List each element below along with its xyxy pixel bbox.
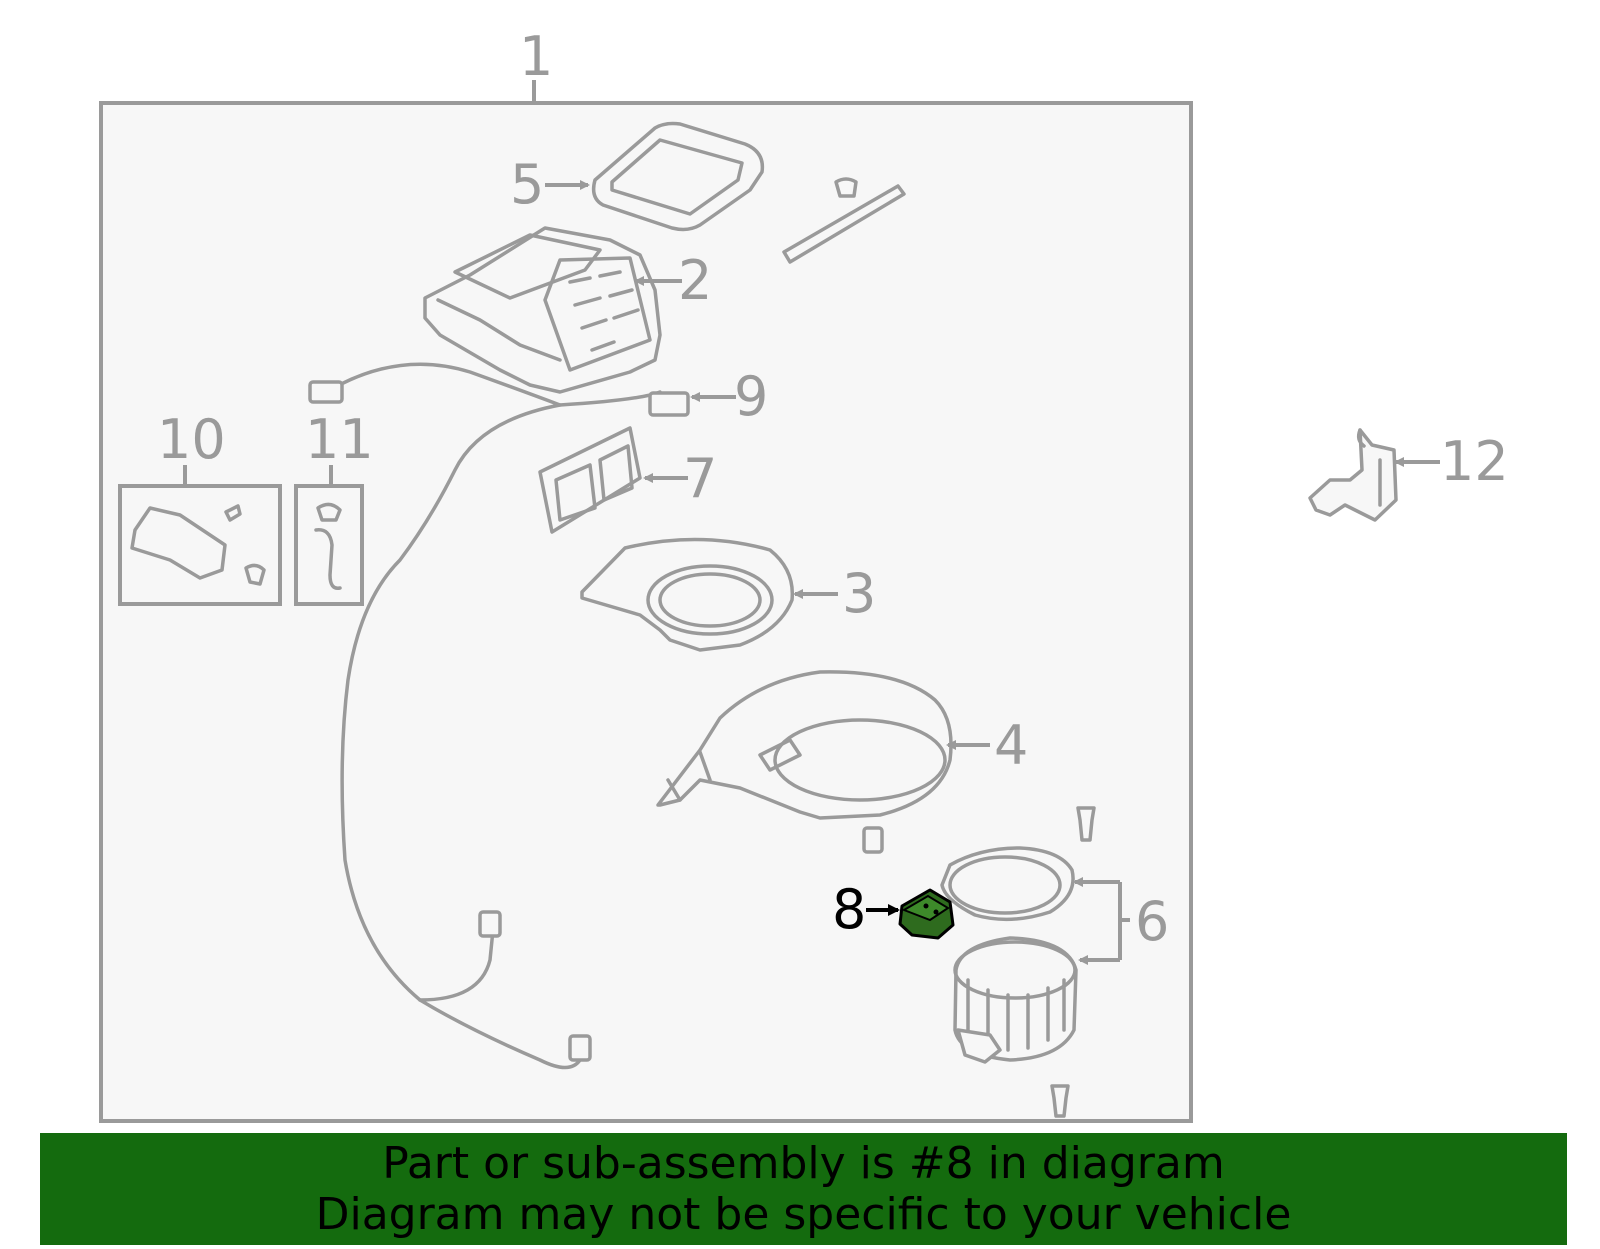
banner-line-2: Diagram may not be specific to your vehi… bbox=[315, 1189, 1292, 1240]
part-4-case bbox=[656, 670, 953, 820]
callout-6: 6 bbox=[1135, 890, 1169, 953]
info-banner: Part or sub-assembly is #8 in diagram Di… bbox=[40, 1133, 1567, 1245]
callout-10: 10 bbox=[157, 408, 226, 471]
callout-3: 3 bbox=[842, 562, 876, 625]
part-6-blower-motor bbox=[940, 846, 1078, 1064]
rod-and-screw bbox=[782, 177, 906, 264]
part-11-box bbox=[294, 465, 364, 606]
callout-2: 2 bbox=[678, 249, 712, 312]
banner-line-1: Part or sub-assembly is #8 in diagram bbox=[382, 1138, 1225, 1189]
part-8-resistor bbox=[898, 888, 955, 940]
callout-7: 7 bbox=[683, 447, 717, 510]
part-9-harness bbox=[308, 362, 690, 1070]
part-5-seal bbox=[591, 121, 765, 232]
callout-5: 5 bbox=[510, 153, 544, 216]
part-2-housing bbox=[423, 226, 662, 394]
callout-11: 11 bbox=[305, 408, 374, 471]
part-12-bracket bbox=[1308, 428, 1398, 522]
callout-1: 1 bbox=[519, 25, 553, 88]
callout-8: 8 bbox=[832, 878, 866, 941]
callout-12: 12 bbox=[1440, 430, 1509, 493]
part-10-box bbox=[118, 465, 282, 606]
callout-9: 9 bbox=[734, 365, 768, 428]
clip-and-screws bbox=[862, 806, 1096, 1118]
part-7-filter bbox=[538, 426, 642, 534]
callout-4: 4 bbox=[994, 714, 1028, 777]
part-3-cover bbox=[580, 537, 795, 652]
